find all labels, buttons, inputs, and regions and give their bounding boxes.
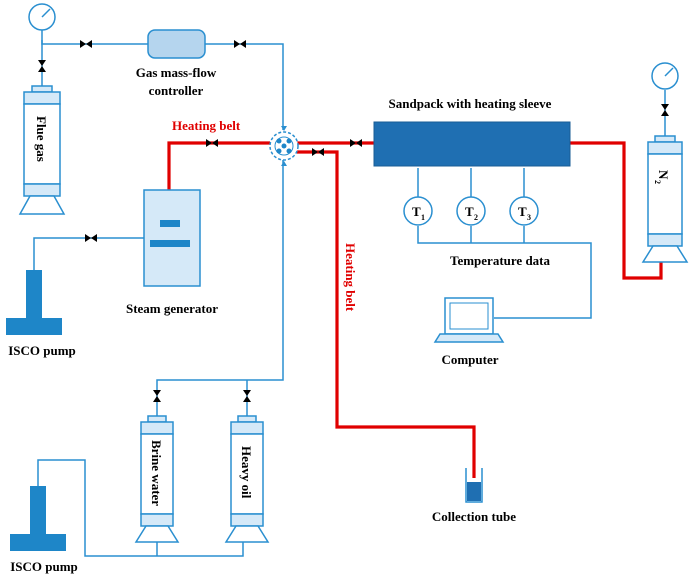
isco-pump-bottom: ISCO pump: [10, 486, 78, 574]
multiport-valve: [269, 126, 299, 166]
svg-text:3: 3: [527, 213, 531, 222]
valve-icon: [312, 148, 324, 156]
valves: [38, 40, 669, 402]
gas-controller-label-line2: controller: [149, 83, 204, 98]
collection-tube-icon: Collection tube: [432, 468, 516, 524]
thermocouple-t1: T 1: [403, 196, 433, 226]
gas-controller-label-line1: Gas mass-flow: [136, 65, 217, 80]
steam-generator: Steam generator: [126, 189, 218, 316]
n2-label: N: [656, 170, 671, 180]
brine-water-label: Brine water: [149, 440, 164, 506]
svg-text:T: T: [518, 204, 527, 219]
svg-text:T: T: [412, 204, 421, 219]
valve-icon: [661, 104, 669, 116]
svg-text:1: 1: [421, 213, 425, 222]
gas-mass-flow-controller: Gas mass-flow controller: [136, 29, 217, 98]
pressure-gauge-icon: [651, 62, 679, 90]
thermocouple-t2: T 2: [456, 196, 486, 226]
valve-icon: [206, 139, 218, 147]
isco-pump-top: ISCO pump: [6, 270, 76, 358]
svg-text:2: 2: [653, 180, 662, 184]
valve-icon: [153, 390, 161, 402]
pressure-gauge-icon: [28, 3, 56, 31]
isco-pump-top-label: ISCO pump: [8, 343, 76, 358]
heavy-oil-label: Heavy oil: [239, 446, 254, 499]
computer-label: Computer: [441, 352, 498, 367]
thermocouple-t3: T 3: [509, 196, 539, 226]
computer-icon: Computer: [433, 297, 505, 367]
valve-icon: [80, 40, 92, 48]
valve-icon: [85, 234, 97, 242]
n2-cylinder: N 2: [641, 135, 689, 263]
sandpack: Sandpack with heating sleeve: [373, 96, 571, 167]
temperature-data-label: Temperature data: [450, 253, 551, 268]
heavy-oil-cylinder: Heavy oil: [224, 415, 270, 543]
valve-icon: [350, 139, 362, 147]
isco-pump-bottom-label: ISCO pump: [10, 559, 78, 574]
collection-tube-label: Collection tube: [432, 509, 516, 524]
sandpack-label: Sandpack with heating sleeve: [389, 96, 552, 111]
steam-generator-label: Steam generator: [126, 301, 218, 316]
heating-belt-top-label: Heating belt: [172, 118, 241, 133]
flue-gas-cylinder: Flue gas: [18, 85, 66, 215]
valve-icon: [234, 40, 246, 48]
brine-water-cylinder: Brine water: [134, 415, 180, 543]
valve-icon: [243, 390, 251, 402]
svg-text:T: T: [465, 204, 474, 219]
flue-gas-label: Flue gas: [34, 116, 49, 162]
heating-belt-side-label: Heating belt: [343, 243, 358, 312]
svg-text:2: 2: [474, 213, 478, 222]
valve-icon: [38, 60, 46, 72]
